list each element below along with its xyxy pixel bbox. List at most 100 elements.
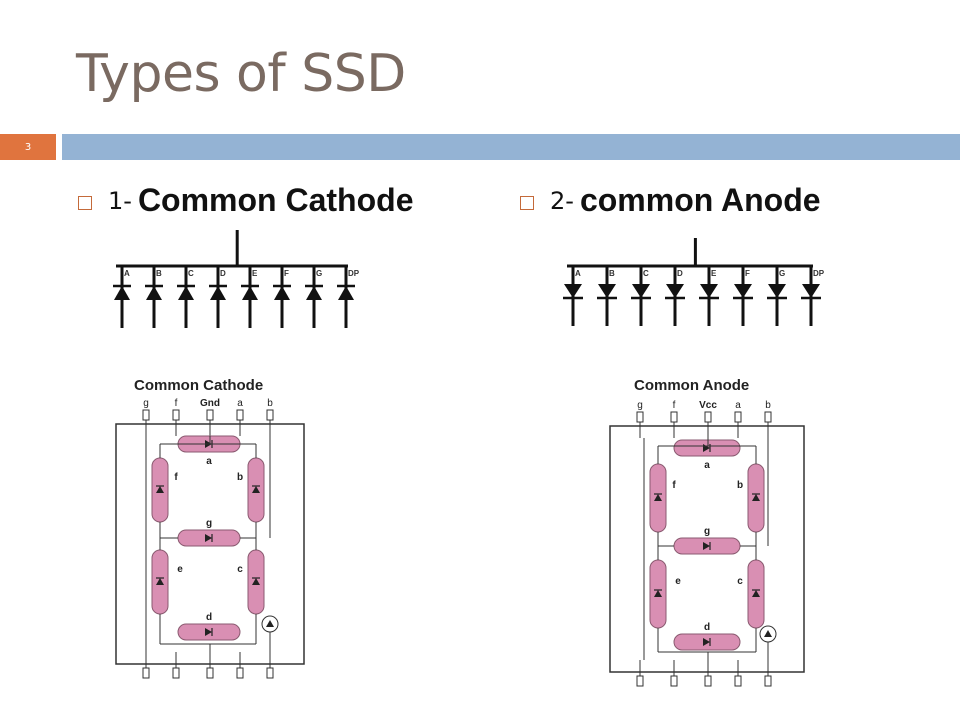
segment-label: g <box>704 526 710 537</box>
segment-label: g <box>206 518 212 529</box>
segment-diode-icon <box>703 638 710 646</box>
slide-title: Types of SSD <box>76 44 406 104</box>
segment-label: c <box>237 564 243 575</box>
display-body <box>609 425 805 673</box>
pin-bottom-c <box>236 667 244 679</box>
diode-label: A <box>575 269 581 278</box>
segment-b: b <box>737 463 765 533</box>
diode-f: F <box>273 266 291 328</box>
bullet-label: common Anode <box>579 182 821 218</box>
bullet-square-icon <box>78 195 92 210</box>
diode-a: A <box>563 266 583 326</box>
segment-diode-icon <box>752 494 760 501</box>
bullet-common-anode: 2- common Anode <box>520 182 821 219</box>
pin-top-g <box>636 411 644 423</box>
segment-diode-icon <box>156 486 164 493</box>
bullet-number: 1- <box>108 186 132 215</box>
diode-label: B <box>609 269 615 278</box>
pin-label-top: g <box>637 400 643 411</box>
pin-bottom-e <box>636 675 644 687</box>
diode-e: E <box>241 266 259 328</box>
cathode-segment-diagram: Common Cathode gfGndabedGndcdpabcdefg <box>115 377 305 679</box>
pin-top-a <box>236 409 244 421</box>
segment-diode-icon <box>252 486 260 493</box>
diode-d: D <box>209 266 227 328</box>
pin-label-top: b <box>765 400 771 411</box>
segment-e: e <box>649 559 681 629</box>
diode-e: E <box>699 266 719 326</box>
pin-top-g <box>142 409 150 421</box>
segment-diode-icon <box>205 628 212 636</box>
pin-top-f <box>172 409 180 421</box>
segment-d: d <box>673 622 741 651</box>
diode-triangle <box>564 284 582 298</box>
diode-triangle <box>306 286 322 300</box>
page-number-badge: 3 <box>0 134 56 160</box>
diode-label: E <box>711 269 717 278</box>
segment-label: b <box>237 472 243 483</box>
bullet-label: Common Cathode <box>137 182 414 218</box>
segment-g: g <box>177 518 241 547</box>
segment-label: d <box>704 622 710 633</box>
pin-label-top: g <box>143 398 149 409</box>
pin-bottom-gnd <box>206 667 214 679</box>
anode-segment-diagram: Common Anode gfVccabedVcccdpabcdefg <box>609 377 805 687</box>
bullet-square-icon <box>520 195 534 210</box>
segment-label: e <box>675 576 681 587</box>
diode-triangle <box>632 284 650 298</box>
pin-top-b <box>764 411 772 423</box>
segment-c: c <box>737 559 765 629</box>
diode-triangle <box>768 284 786 298</box>
pin-label-top: b <box>267 398 273 409</box>
diode-triangle <box>210 286 226 300</box>
pin-bottom-dp <box>266 667 274 679</box>
pin-bottom-d <box>670 675 678 687</box>
segment-label: e <box>177 564 183 575</box>
pin-top-b <box>266 409 274 421</box>
pin-label-top: f <box>673 400 676 411</box>
diode-triangle <box>666 284 684 298</box>
diode-dp: DP <box>337 266 360 328</box>
segment-b: b <box>237 457 265 523</box>
pin-label-top: a <box>735 400 741 411</box>
pin-label-top: a <box>237 398 243 409</box>
diode-triangle <box>802 284 820 298</box>
segment-label: a <box>704 460 710 471</box>
header-bar <box>62 134 960 160</box>
diode-label: G <box>779 269 785 278</box>
segment-c: c <box>237 549 265 615</box>
diode-label: C <box>643 269 649 278</box>
diode-triangle <box>146 286 162 300</box>
diode-label: B <box>156 269 162 278</box>
diode-triangle <box>274 286 290 300</box>
diode-dp: DP <box>801 266 825 326</box>
segment-diode-icon <box>703 542 710 550</box>
pin-label-top: Vcc <box>699 400 717 411</box>
pin-top-vcc <box>704 411 712 423</box>
segment-label: b <box>737 480 743 491</box>
segment-e: e <box>151 549 183 615</box>
pin-bottom-e <box>142 667 150 679</box>
diode-b: B <box>597 266 617 326</box>
segment-g: g <box>673 526 741 555</box>
diagram-title: Common Anode <box>634 377 749 394</box>
diode-label: A <box>124 269 130 278</box>
segment-dp <box>261 615 279 633</box>
diode-g: G <box>305 266 323 328</box>
segment-diode-icon <box>156 578 164 585</box>
segment-f: f <box>151 457 178 523</box>
pin-bottom-d <box>172 667 180 679</box>
segment-a: a <box>177 435 241 467</box>
diode-a: A <box>113 266 131 328</box>
segment-label: f <box>672 480 676 491</box>
diode-label: DP <box>813 269 825 278</box>
segment-label: a <box>206 456 212 467</box>
diode-c: C <box>177 266 195 328</box>
diode-label: D <box>677 269 683 278</box>
pin-label-top: f <box>175 398 178 409</box>
dp-diode-icon <box>266 620 274 627</box>
diode-triangle <box>338 286 354 300</box>
segment-a: a <box>673 439 741 471</box>
